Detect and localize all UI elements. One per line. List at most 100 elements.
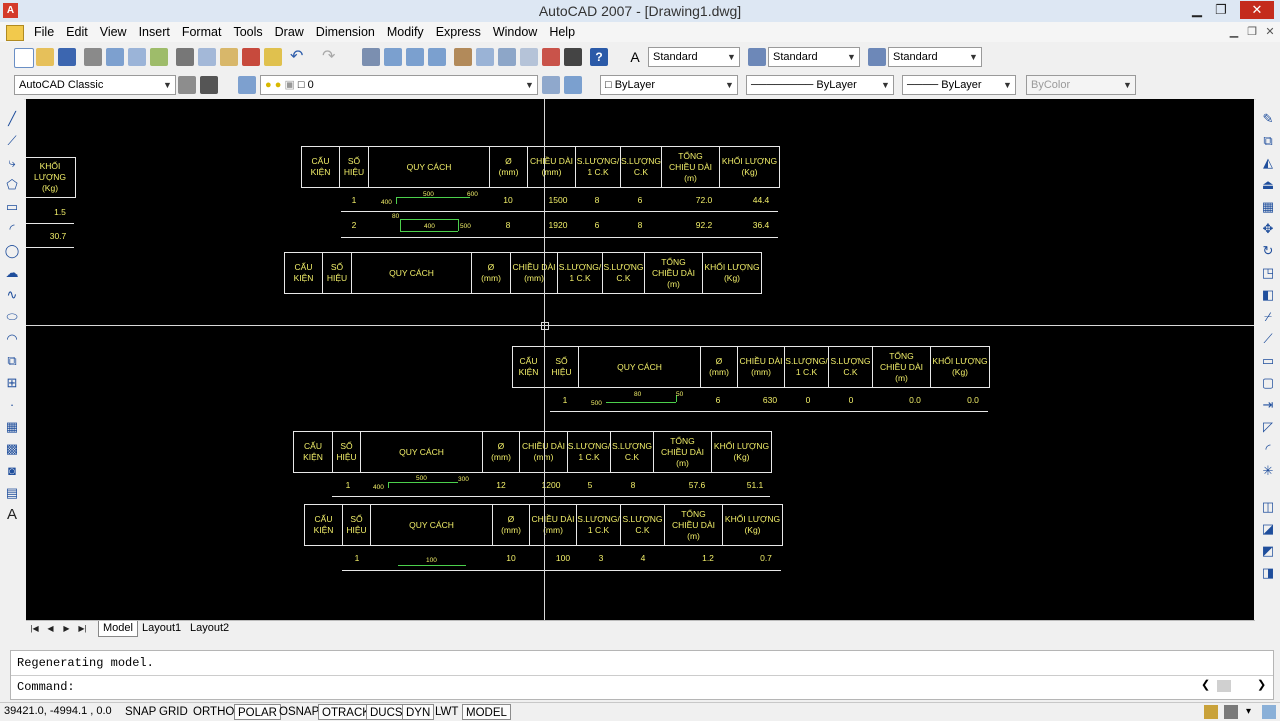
save-icon[interactable] (58, 48, 76, 66)
snap-toggle[interactable]: SNAP (125, 706, 157, 718)
polar-toggle[interactable]: POLAR (234, 704, 281, 720)
multiline-text-icon[interactable]: A (6, 506, 17, 523)
explode-icon[interactable]: ✳ (1262, 463, 1274, 478)
tray-menu-icon[interactable]: ▾ (1246, 706, 1252, 717)
zoom-realtime-icon[interactable] (384, 48, 402, 66)
workspace-select[interactable]: AutoCAD Classic▼ (14, 75, 176, 95)
stretch-icon[interactable]: ◧ (1261, 287, 1275, 302)
paste-icon[interactable] (220, 48, 238, 66)
close-icon[interactable]: ✕ (1240, 1, 1274, 19)
array-icon[interactable]: ▦ (1261, 199, 1275, 214)
polyline-icon[interactable]: ⤷ (8, 155, 16, 170)
menu-draw[interactable]: Draw (274, 25, 304, 39)
spline-icon[interactable]: ∿ (6, 287, 18, 302)
print-icon[interactable] (84, 48, 102, 66)
layer-previous-icon[interactable] (564, 76, 582, 94)
menu-window[interactable]: Window (492, 25, 538, 39)
coordinate-readout[interactable]: 39421.0, -4994.1 , 0.0 (4, 705, 112, 717)
undo-icon[interactable]: ↶ (290, 48, 304, 65)
prev-tab-icon[interactable]: ◀ (47, 624, 54, 633)
rectangle-icon[interactable]: ▭ (5, 199, 19, 214)
menu-express[interactable]: Express (435, 25, 481, 39)
linetype-select[interactable]: ──────── ByLayer▼ (746, 75, 894, 95)
document-icon[interactable] (6, 25, 24, 41)
tab-layout1[interactable]: Layout1 (142, 622, 182, 634)
drawing-canvas[interactable]: KHỐI LƯỢNG (Kg) 1.5 30.7 CẤU KIỆN SỐ HIỆ… (26, 99, 1254, 620)
command-prompt[interactable]: Command: (17, 680, 75, 694)
menu-edit[interactable]: Edit (66, 25, 88, 39)
insert-block-icon[interactable]: ⧉ (7, 353, 17, 368)
command-scrollbar[interactable]: ❮ ❯ (1201, 678, 1269, 694)
pan-icon[interactable] (362, 48, 380, 66)
trim-icon[interactable]: ⌿ (1264, 309, 1272, 324)
copy-icon[interactable] (198, 48, 216, 66)
design-center-icon[interactable] (476, 48, 494, 66)
restore-icon[interactable]: ❐ (1215, 2, 1227, 17)
rotate-icon[interactable]: ↻ (1262, 243, 1274, 258)
menu-modify[interactable]: Modify (386, 25, 424, 39)
properties-icon[interactable] (454, 48, 472, 66)
mirror-icon[interactable]: ◭ (1263, 155, 1273, 170)
ortho-toggle[interactable]: ORTHO (193, 706, 235, 718)
table-style-select[interactable]: Standard▼ (888, 47, 982, 67)
break-at-point-icon[interactable]: ▭ (1261, 353, 1275, 368)
fillet-icon[interactable]: ◜ (1265, 441, 1271, 456)
tab-layout2[interactable]: Layout2 (190, 622, 230, 634)
sheet-set-icon[interactable] (520, 48, 538, 66)
autocad-app-icon[interactable]: A (3, 3, 18, 18)
chamfer-icon[interactable]: ◸ (1263, 419, 1273, 434)
table-style-icon[interactable] (868, 48, 886, 66)
extend-icon[interactable]: ⟋ (1263, 331, 1273, 346)
join-icon[interactable]: ⇥ (1262, 397, 1274, 412)
scroll-thumb[interactable] (1217, 680, 1231, 692)
my-workspace-icon[interactable] (200, 76, 218, 94)
menu-view[interactable]: View (99, 25, 127, 39)
scroll-right-icon[interactable]: ❯ (1257, 679, 1267, 691)
offset-icon[interactable]: ⏏ (1261, 177, 1275, 192)
ellipse-icon[interactable]: ⬭ (6, 309, 18, 324)
ducs-toggle[interactable]: DUCS (366, 704, 407, 720)
doc-close-icon[interactable]: ✕ (1265, 26, 1275, 38)
draworder-front-icon[interactable]: ◫ (1261, 499, 1275, 514)
lineweight-select[interactable]: ──── ByLayer▼ (902, 75, 1016, 95)
minimize-icon[interactable]: ▁ (1192, 2, 1202, 17)
doc-restore-icon[interactable]: ❐ (1247, 26, 1257, 38)
quickcalc-icon[interactable] (564, 48, 582, 66)
arc-icon[interactable]: ◜ (9, 221, 15, 236)
move-icon[interactable]: ✥ (1262, 221, 1274, 236)
markup-set-icon[interactable] (542, 48, 560, 66)
lwt-toggle[interactable]: LWT (435, 706, 459, 718)
osnap-toggle[interactable]: OSNAP (279, 706, 320, 718)
menu-format[interactable]: Format (181, 25, 222, 39)
draworder-back-icon[interactable]: ◪ (1261, 521, 1275, 536)
menu-tools[interactable]: Tools (233, 25, 263, 39)
grid-toggle[interactable]: GRID (159, 706, 188, 718)
send-under-icon[interactable]: ◨ (1261, 565, 1275, 580)
first-tab-icon[interactable]: |◀ (30, 624, 39, 633)
workspace-settings-icon[interactable] (178, 76, 196, 94)
layer-manager-icon[interactable] (238, 76, 256, 94)
text-style-icon[interactable]: A (630, 49, 640, 65)
tab-model[interactable]: Model (98, 621, 138, 637)
otrack-toggle[interactable]: OTRACK (318, 704, 374, 720)
gradient-icon[interactable]: ▩ (5, 441, 19, 456)
color-select[interactable]: □ ByLayer▼ (600, 75, 738, 95)
dim-style-icon[interactable] (748, 48, 766, 66)
help-icon[interactable]: ? (590, 48, 608, 66)
dim-style-select[interactable]: Standard▼ (768, 47, 860, 67)
publish-icon[interactable] (128, 48, 146, 66)
bring-above-icon[interactable]: ◩ (1261, 543, 1275, 558)
point-icon[interactable]: · (9, 397, 15, 412)
zoom-previous-icon[interactable] (428, 48, 446, 66)
menu-help[interactable]: Help (549, 25, 576, 39)
zoom-window-icon[interactable] (406, 48, 424, 66)
make-object-layer-current-icon[interactable] (542, 76, 560, 94)
tray-settings-icon[interactable] (1204, 705, 1218, 719)
text-style-select[interactable]: Standard▼ (648, 47, 740, 67)
cut-icon[interactable] (176, 48, 194, 66)
new-file-icon[interactable] (14, 48, 34, 68)
ellipse-arc-icon[interactable]: ◠ (6, 331, 18, 346)
tray-lock-icon[interactable] (1224, 705, 1238, 719)
hatch-icon[interactable]: ▦ (5, 419, 19, 434)
plot-preview-icon[interactable] (106, 48, 124, 66)
